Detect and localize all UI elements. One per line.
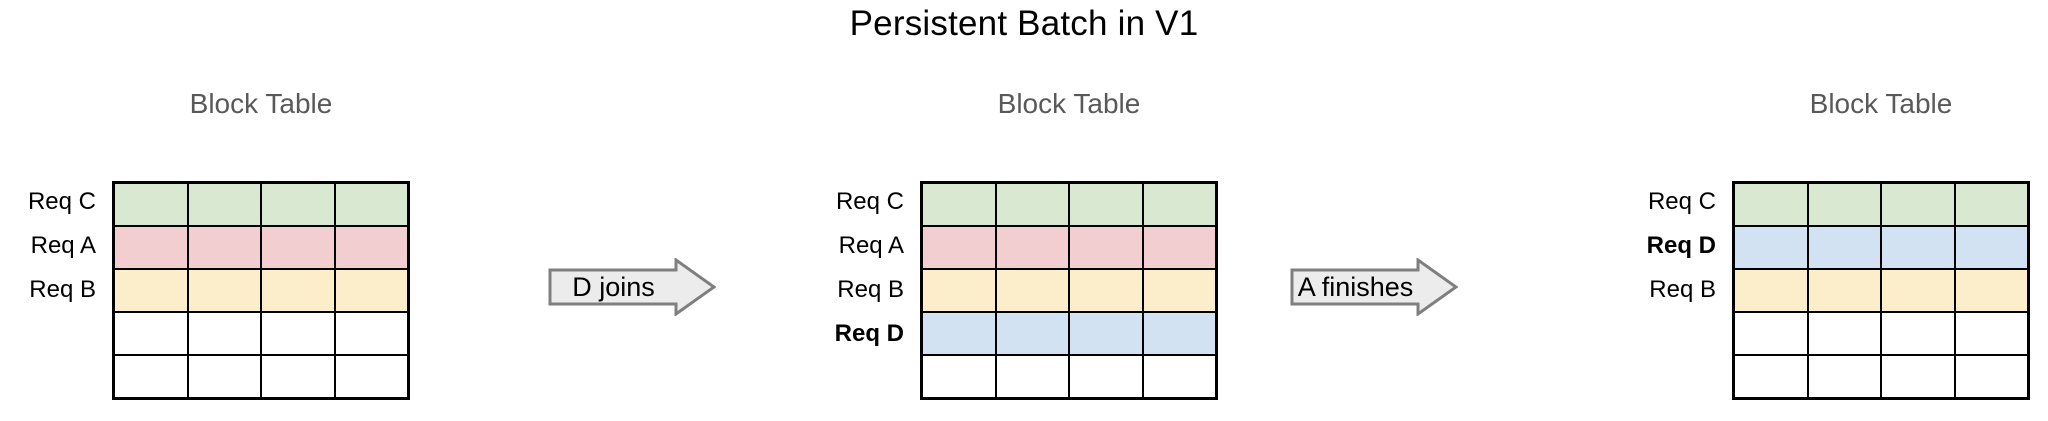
table-row[interactable] — [115, 313, 407, 356]
block-cell[interactable] — [1143, 184, 1215, 225]
block-cell[interactable] — [1808, 184, 1882, 225]
table-row[interactable] — [1735, 227, 2027, 270]
transition-arrow-d-joins: D joins — [548, 258, 716, 316]
row-label-2-2: Req B — [837, 276, 904, 303]
arrow-right-icon — [1290, 258, 1458, 316]
block-cell[interactable] — [1808, 356, 1882, 397]
row-label-3-1: Req D — [1646, 232, 1716, 259]
block-cell[interactable] — [262, 356, 336, 397]
table-row[interactable] — [923, 227, 1215, 270]
row-label-2-1: Req A — [838, 232, 904, 259]
block-cell[interactable] — [1143, 356, 1215, 397]
table-row[interactable] — [1735, 270, 2027, 313]
block-cell[interactable] — [115, 356, 189, 397]
block-cell[interactable] — [996, 270, 1070, 311]
block-cell[interactable] — [115, 313, 189, 354]
block-cell[interactable] — [1955, 184, 2027, 225]
block-cell[interactable] — [115, 227, 189, 268]
block-cell[interactable] — [996, 356, 1070, 397]
block-cell[interactable] — [1070, 227, 1144, 268]
row-label-1-2: Req B — [29, 276, 96, 303]
row-label-3-2: Req B — [1649, 276, 1716, 303]
block-cell[interactable] — [1808, 227, 1882, 268]
block-table-grid-1 — [112, 181, 410, 400]
block-cell[interactable] — [115, 184, 189, 225]
block-cell[interactable] — [1955, 227, 2027, 268]
row-label-1-0: Req C — [27, 188, 96, 215]
row-label-2-0: Req C — [835, 188, 904, 215]
table-row[interactable] — [923, 184, 1215, 227]
block-cell[interactable] — [188, 270, 262, 311]
block-cell[interactable] — [923, 356, 997, 397]
block-cell[interactable] — [996, 313, 1070, 354]
block-cell[interactable] — [335, 313, 407, 354]
block-cell[interactable] — [923, 184, 997, 225]
block-cell[interactable] — [1735, 356, 1809, 397]
block-cell[interactable] — [1070, 356, 1144, 397]
block-cell[interactable] — [335, 356, 407, 397]
row-label-3-0: Req C — [1647, 188, 1716, 215]
block-cell[interactable] — [262, 184, 336, 225]
block-cell[interactable] — [1882, 227, 1956, 268]
block-cell[interactable] — [188, 227, 262, 268]
panel-title-1: Block Table — [189, 88, 333, 119]
block-cell[interactable] — [188, 356, 262, 397]
table-row[interactable] — [923, 356, 1215, 397]
block-cell[interactable] — [1735, 227, 1809, 268]
block-cell[interactable] — [1882, 356, 1956, 397]
block-cell[interactable] — [1070, 184, 1144, 225]
table-row[interactable] — [923, 270, 1215, 313]
block-cell[interactable] — [1955, 313, 2027, 354]
block-table-grid-3 — [1732, 181, 2030, 400]
block-cell[interactable] — [1143, 227, 1215, 268]
row-label-1-1: Req A — [30, 232, 96, 259]
block-cell[interactable] — [188, 184, 262, 225]
block-cell[interactable] — [335, 184, 407, 225]
block-cell[interactable] — [1143, 313, 1215, 354]
table-row[interactable] — [115, 227, 407, 270]
table-row[interactable] — [115, 356, 407, 397]
panel-title-3: Block Table — [1809, 88, 1953, 119]
block-cell[interactable] — [335, 227, 407, 268]
block-cell[interactable] — [1955, 356, 2027, 397]
row-label-2-3: Req D — [834, 320, 904, 347]
table-row[interactable] — [923, 313, 1215, 356]
block-cell[interactable] — [923, 227, 997, 268]
block-cell[interactable] — [1882, 270, 1956, 311]
block-cell[interactable] — [1735, 270, 1809, 311]
block-cell[interactable] — [262, 313, 336, 354]
block-cell[interactable] — [996, 184, 1070, 225]
block-cell[interactable] — [923, 270, 997, 311]
block-cell[interactable] — [1143, 270, 1215, 311]
block-cell[interactable] — [188, 313, 262, 354]
block-cell[interactable] — [1070, 270, 1144, 311]
block-cell[interactable] — [1735, 313, 1809, 354]
table-row[interactable] — [1735, 184, 2027, 227]
block-cell[interactable] — [1882, 313, 1956, 354]
block-table-grid-2 — [920, 181, 1218, 400]
block-cell[interactable] — [1955, 270, 2027, 311]
block-cell[interactable] — [262, 270, 336, 311]
block-cell[interactable] — [923, 313, 997, 354]
block-cell[interactable] — [335, 270, 407, 311]
block-cell[interactable] — [1070, 313, 1144, 354]
transition-arrow-a-finishes: A finishes — [1290, 258, 1458, 316]
block-cell[interactable] — [996, 227, 1070, 268]
block-cell[interactable] — [1882, 184, 1956, 225]
table-row[interactable] — [115, 270, 407, 313]
block-cell[interactable] — [115, 270, 189, 311]
table-row[interactable] — [1735, 356, 2027, 397]
panel-title-2: Block Table — [997, 88, 1141, 119]
block-cell[interactable] — [1735, 184, 1809, 225]
table-row[interactable] — [1735, 313, 2027, 356]
arrow-right-icon — [548, 258, 716, 316]
table-row[interactable] — [115, 184, 407, 227]
block-cell[interactable] — [1808, 270, 1882, 311]
block-cell[interactable] — [262, 227, 336, 268]
block-cell[interactable] — [1808, 313, 1882, 354]
page-title: Persistent Batch in V1 — [849, 4, 1199, 43]
